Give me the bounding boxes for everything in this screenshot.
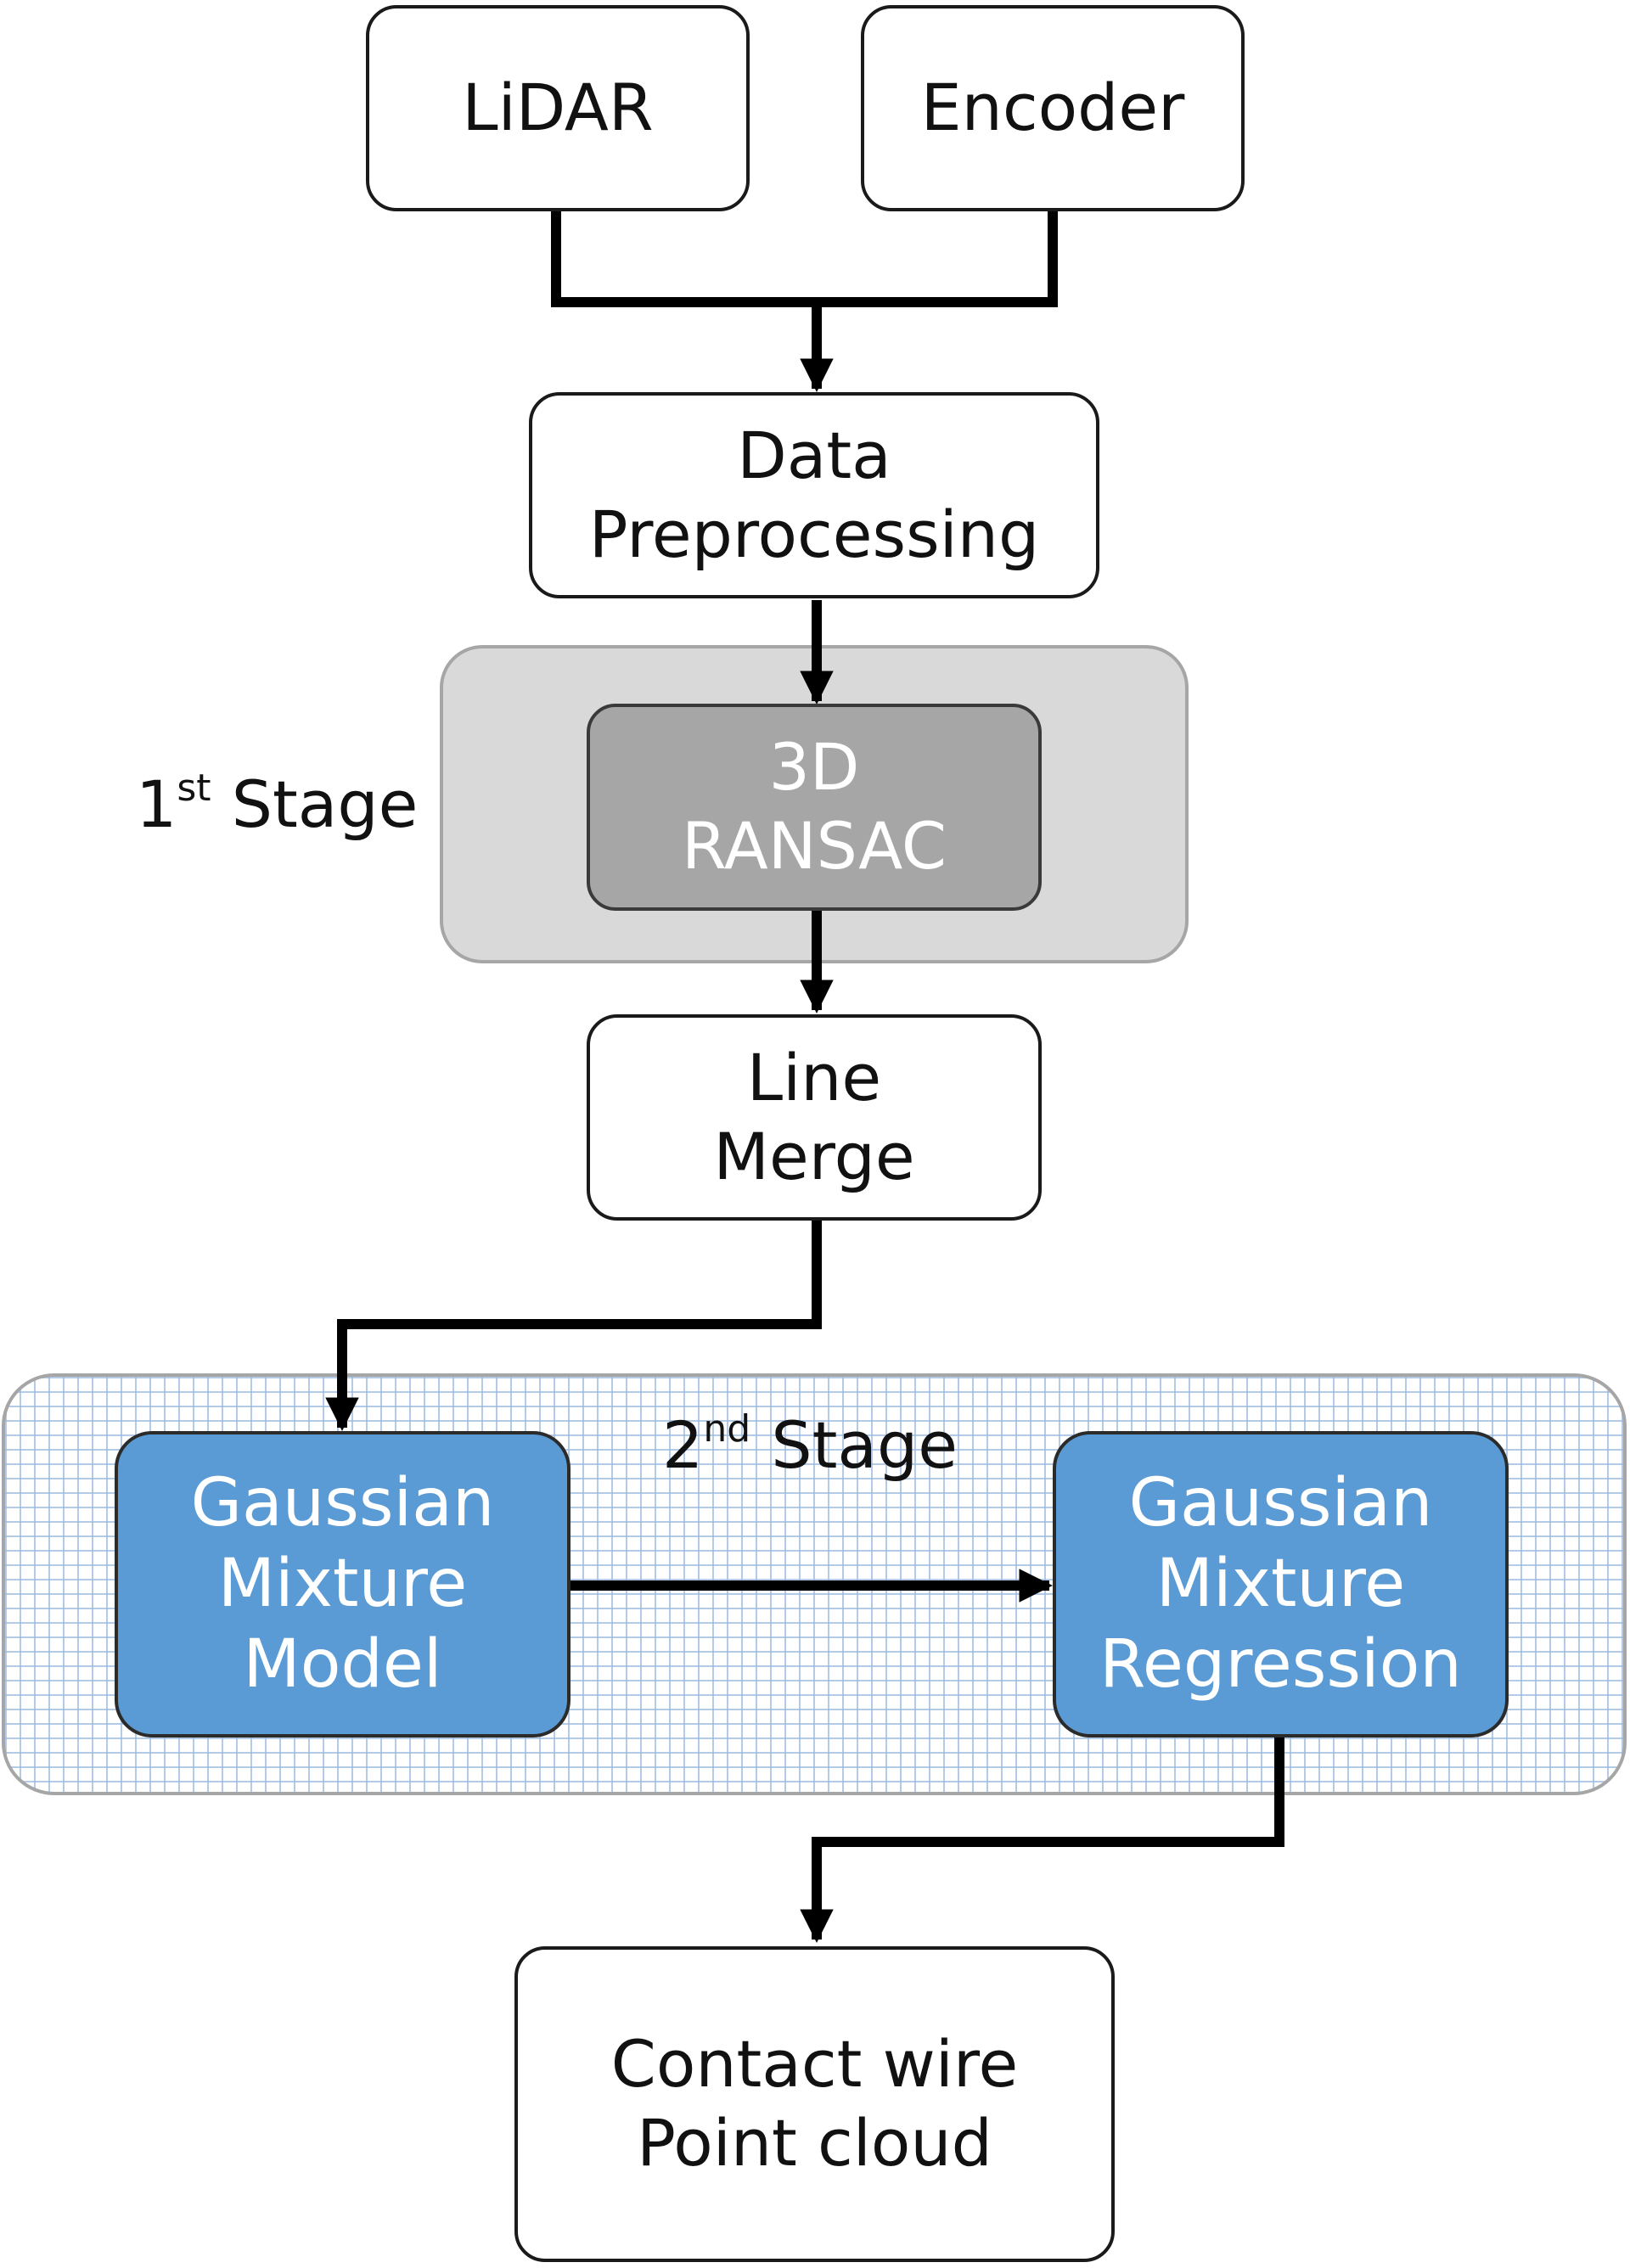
gaussian-mixture-regression-node: Gaussian Mixture Regression (1053, 1431, 1509, 1737)
stage-1-suffix: st (177, 766, 211, 811)
ransac-node: 3D RANSAC (587, 704, 1042, 911)
connector-lidar-join (551, 206, 1058, 307)
stage-1-word: Stage (231, 766, 419, 842)
line-merge-label-line1: Line (746, 1039, 882, 1115)
gmr-label-line1: Gaussian (1128, 1464, 1433, 1541)
preprocessing-label-line1: Data (737, 417, 891, 493)
output-label-line1: Contact wire (610, 2026, 1019, 2102)
gmr-label-line3: Regression (1099, 1626, 1462, 1704)
gmm-label-line1: Gaussian (190, 1464, 495, 1541)
gaussian-mixture-model-node: Gaussian Mixture Model (115, 1431, 570, 1737)
line-merge-label-line2: Merge (713, 1118, 915, 1194)
stage-1-number: 1 (136, 766, 177, 842)
stage-1-label: 1st Stage (136, 770, 418, 837)
encoder-node: Encoder (861, 5, 1245, 211)
gmm-label-line2: Mixture (217, 1545, 468, 1622)
stage-2-word: Stage (771, 1407, 958, 1483)
stage-2-label: 2nd Stage (662, 1411, 958, 1478)
preprocessing-label-line2: Preprocessing (588, 496, 1040, 572)
gmr-label-line2: Mixture (1155, 1545, 1406, 1622)
output-label-line2: Point cloud (637, 2105, 992, 2181)
lidar-node: LiDAR (366, 5, 750, 211)
stage-2-suffix: nd (703, 1407, 751, 1451)
contact-wire-point-cloud-node: Contact wire Point cloud (514, 1946, 1115, 2262)
lidar-label: LiDAR (462, 70, 654, 146)
data-preprocessing-node: Data Preprocessing (529, 392, 1099, 598)
arrow-to-output (800, 1737, 1284, 1943)
gmm-label-line3: Model (243, 1626, 442, 1704)
arrow-to-gmm (325, 1221, 822, 1431)
ransac-label-line1: 3D (768, 729, 860, 806)
ransac-label-line2: RANSAC (682, 808, 947, 884)
stage-2-number: 2 (662, 1407, 704, 1483)
line-merge-node: Line Merge (587, 1014, 1042, 1221)
encoder-label: Encoder (920, 70, 1185, 146)
